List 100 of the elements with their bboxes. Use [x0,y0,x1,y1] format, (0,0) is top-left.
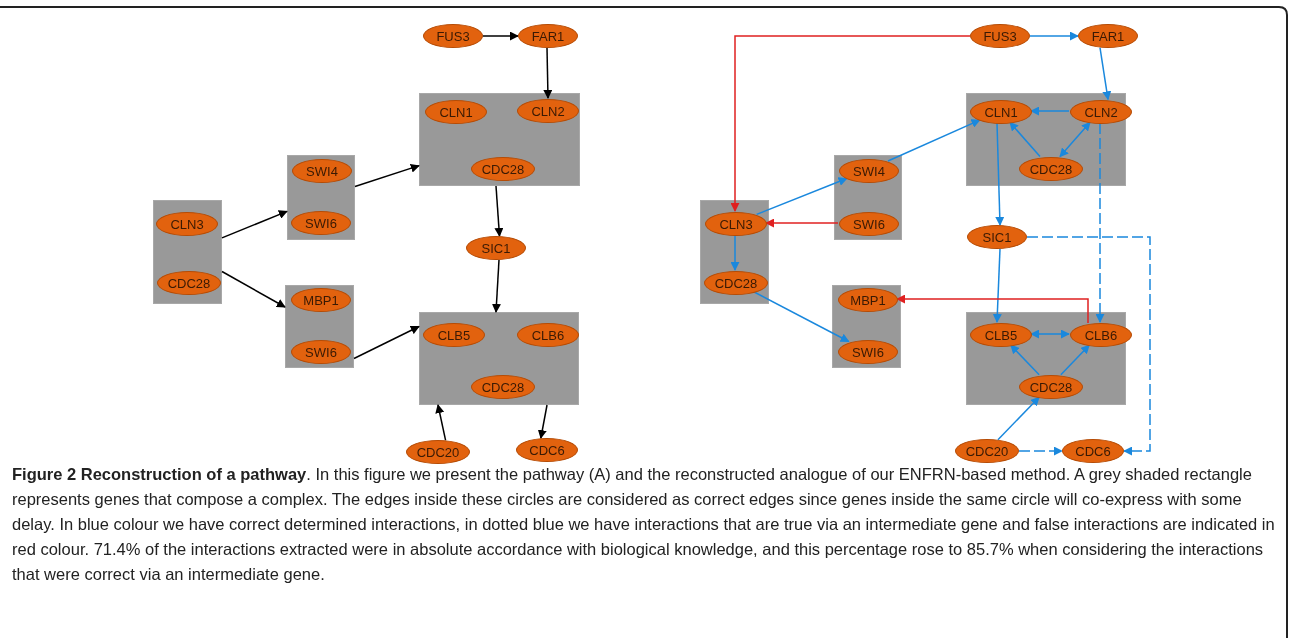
gene-label: CDC20 [416,445,460,459]
gene-label: FAR1 [531,29,565,43]
gene-ellipse [291,211,351,235]
gene-ellipse [517,323,579,347]
gene-label: SWI6 [305,345,337,359]
complex-box [285,285,354,368]
gene-label: CDC6 [1075,444,1111,458]
gene-ellipse [1078,24,1138,48]
complex-box [153,200,222,304]
gene-ellipse [291,340,351,364]
arrow [1030,106,1070,116]
arrow [1009,121,1041,158]
arrow [887,119,981,162]
arrow [730,35,971,212]
gene-ellipse [955,439,1019,463]
arrow [491,259,501,313]
gene-ellipse [517,99,579,123]
gene-label: CLB6 [531,328,565,342]
gene-ellipse [1019,375,1083,399]
gene-label: CLN2 [1084,105,1118,119]
gene-label: SWI6 [853,217,885,231]
gene-ellipse [967,225,1027,249]
gene-ellipse [1070,323,1132,347]
gene-ellipse [970,24,1030,48]
gene-label: CLN1 [439,105,473,119]
gene-label: MBP1 [303,293,339,307]
gene-label: SWI6 [305,216,337,230]
gene-label: SIC1 [481,241,511,255]
arrow [992,248,1002,323]
gene-ellipse [1070,100,1132,124]
gene-ellipse [291,288,351,312]
arrow [1018,446,1063,456]
gene-label: CLN3 [170,217,204,231]
gene-label: SWI4 [853,164,885,178]
arrow [1095,122,1105,323]
arrow [1099,46,1112,101]
arrow [995,122,1005,226]
gene-label: CLN1 [984,105,1018,119]
figure-caption: Figure 2 Reconstruction of a pathway. In this figure we present the pathway (A) and the reconstructed analogue of our ENFRN-based method. A grey shaded rectangle represents genes that compose a complex. The edges inside these circles are considered as correct edges since genes inside the same circle will co-express with some delay. In blue colour we have correct determined interactions, in dotted blue we have interactions that are true via an intermediate gene and false interactions are indicated in red colour. 71.4% of the interactions extracted were in absolute accordance with biological knowledge, and this percentage rose to 85.7% when considering the interactions that were correct via an intermediate gene. [12,464,1276,585]
gene-ellipse [406,440,470,464]
gene-label: CLB6 [1084,328,1118,342]
gene-label: CDC28 [167,276,211,290]
arrow [765,218,839,228]
gene-ellipse [516,438,578,462]
gene-ellipse [704,271,768,295]
gene-ellipse [705,212,767,236]
arrow [435,404,447,442]
gene-label: MBP1 [850,293,886,307]
gene-ellipse [1019,157,1083,181]
arrow [221,210,288,239]
gene-ellipse [839,159,899,183]
gene-label: CDC28 [481,380,525,394]
complex-box [832,285,901,368]
gene-ellipse [156,212,218,236]
gene-label: FUS3 [983,29,1017,43]
gene-label: CDC20 [965,444,1009,458]
gene-label: CDC28 [714,276,758,290]
gene-label: FUS3 [436,29,470,43]
gene-label: SWI6 [852,345,884,359]
gene-label: CDC28 [481,162,525,176]
arrow [543,47,553,99]
arrow [494,185,504,237]
gene-ellipse [839,212,899,236]
arrow [482,31,519,41]
arrow [353,325,420,360]
gene-ellipse [425,100,487,124]
gene-label: CDC28 [1029,162,1073,176]
arrow [1026,236,1151,456]
arrow [1010,344,1040,376]
arrow [997,396,1040,441]
complex-box [419,312,579,405]
gene-label: CDC6 [529,443,565,457]
complex-box [419,93,580,186]
gene-label: CLB5 [984,328,1018,342]
gene-ellipse [423,24,483,48]
gene-label: CLN2 [531,104,565,118]
arrow [1029,31,1079,41]
gene-label: SIC1 [982,230,1012,244]
gene-label: CLB5 [437,328,471,342]
arrow [537,404,548,440]
gene-ellipse [466,236,526,260]
gene-label: CLN3 [719,217,753,231]
gene-ellipse [157,271,221,295]
arrow [354,163,420,188]
gene-ellipse [970,100,1032,124]
gene-ellipse [292,159,352,183]
arrow [752,291,850,343]
arrow [1030,329,1070,339]
gene-ellipse [423,323,485,347]
arrow [1059,121,1091,158]
arrow [896,294,1089,324]
arrow [221,270,286,308]
gene-ellipse [471,375,535,399]
gene-ellipse [838,288,898,312]
complex-box [287,155,355,240]
arrow [730,234,740,271]
gene-ellipse [518,24,578,48]
gene-ellipse [471,157,535,181]
complex-box [700,200,769,304]
gene-ellipse [1062,439,1124,463]
